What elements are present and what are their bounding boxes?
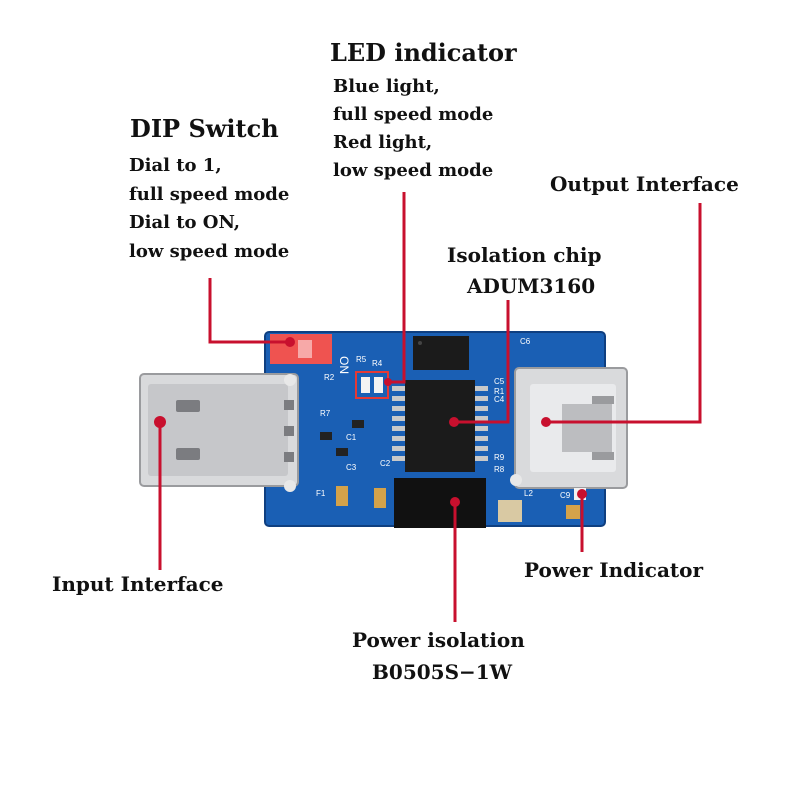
output-usb-tongue bbox=[562, 404, 612, 452]
silk-r5: R5 bbox=[356, 355, 367, 364]
isolation-chip-pins bbox=[392, 386, 488, 461]
callout-power-indicator-dot bbox=[577, 489, 587, 499]
callout-lines bbox=[158, 192, 702, 622]
usb-pin-4 bbox=[284, 426, 294, 436]
smd-res-3 bbox=[336, 448, 348, 456]
smd-cap-1 bbox=[336, 486, 348, 506]
silk-f1: F1 bbox=[316, 489, 326, 498]
callout-dip-dot bbox=[285, 337, 295, 347]
silk-r9: R9 bbox=[494, 453, 505, 462]
output-usb-slot-2 bbox=[592, 452, 614, 460]
power-isolation-label: Power isolation bbox=[352, 628, 525, 652]
led-line-4: low speed mode bbox=[333, 160, 494, 181]
dip-line-2: full speed mode bbox=[129, 184, 290, 205]
silk-r4: R4 bbox=[372, 359, 383, 368]
silk-c9: C9 bbox=[560, 491, 571, 500]
callout-output-line bbox=[546, 203, 702, 424]
callout-input-dot bbox=[154, 416, 166, 428]
dip-switch-knob bbox=[298, 340, 312, 358]
silk-c4: C4 bbox=[494, 395, 505, 404]
led-1 bbox=[361, 377, 370, 393]
led-line-3: Red light, bbox=[333, 132, 433, 153]
silk-c1: C1 bbox=[346, 433, 357, 442]
input-interface-label: Input Interface bbox=[52, 572, 224, 596]
isolation-chip-model: ADUM3160 bbox=[467, 274, 596, 298]
smd-cap-2 bbox=[374, 488, 386, 508]
smd-cap-4 bbox=[566, 505, 580, 519]
power-isolation-module bbox=[394, 478, 486, 528]
silk-r2: R2 bbox=[324, 373, 335, 382]
power-isolation-model: B0505S−1W bbox=[372, 660, 513, 684]
callout-power-iso-dot bbox=[450, 497, 460, 507]
top-chip-dot bbox=[418, 341, 422, 345]
callout-iso-line bbox=[454, 300, 510, 424]
dip-switch-title: DIP Switch bbox=[130, 114, 279, 143]
led-indicator-title: LED indicator bbox=[330, 38, 517, 67]
output-interface-label: Output Interface bbox=[550, 172, 739, 196]
mount-hole-2 bbox=[284, 480, 296, 492]
dip-line-1: Dial to 1, bbox=[129, 155, 222, 176]
isolation-chip-label: Isolation chip bbox=[447, 243, 602, 267]
silk-c5: C5 bbox=[494, 377, 505, 386]
silk-r7: R7 bbox=[320, 409, 331, 418]
usb-pin-1 bbox=[176, 400, 200, 412]
silk-c2: C2 bbox=[380, 459, 391, 468]
led-2 bbox=[374, 377, 383, 393]
silk-c6: C6 bbox=[520, 337, 531, 346]
led-line-2: full speed mode bbox=[333, 104, 494, 125]
smd-res-1 bbox=[320, 432, 332, 440]
callout-led-dot bbox=[384, 378, 392, 386]
silkscreen-labels: R5 R4 R7 R1 R2 C6 C5 C4 C1 C3 C2 C9 R9 R… bbox=[316, 337, 571, 500]
callout-iso-dot bbox=[449, 417, 459, 427]
callout-endpoints bbox=[154, 337, 587, 507]
power-indicator-label: Power Indicator bbox=[524, 558, 704, 582]
silk-c3: C3 bbox=[346, 463, 357, 472]
callout-output-dot bbox=[541, 417, 551, 427]
led-line-1: Blue light, bbox=[333, 76, 440, 97]
mount-hole-3 bbox=[510, 474, 522, 486]
dip-switch-on-text: ON bbox=[337, 356, 351, 374]
smd-cap-3 bbox=[498, 500, 522, 522]
mount-hole-1 bbox=[284, 374, 296, 386]
input-usb-plug-inner bbox=[148, 384, 288, 476]
callout-led-line bbox=[388, 192, 406, 384]
dip-line-4: low speed mode bbox=[129, 241, 290, 262]
silk-r8: R8 bbox=[494, 465, 505, 474]
usb-pin-5 bbox=[284, 452, 294, 462]
isolation-chip bbox=[405, 380, 475, 472]
silk-r1: R1 bbox=[494, 387, 505, 396]
usb-pin-3 bbox=[284, 400, 294, 410]
callout-dip-line bbox=[208, 278, 290, 344]
dip-line-3: Dial to ON, bbox=[129, 212, 241, 233]
top-chip bbox=[413, 336, 469, 370]
output-usb-slot-1 bbox=[592, 396, 614, 404]
silk-l2: L2 bbox=[524, 489, 533, 498]
usb-pin-2 bbox=[176, 448, 200, 460]
smd-res-2 bbox=[352, 420, 364, 428]
